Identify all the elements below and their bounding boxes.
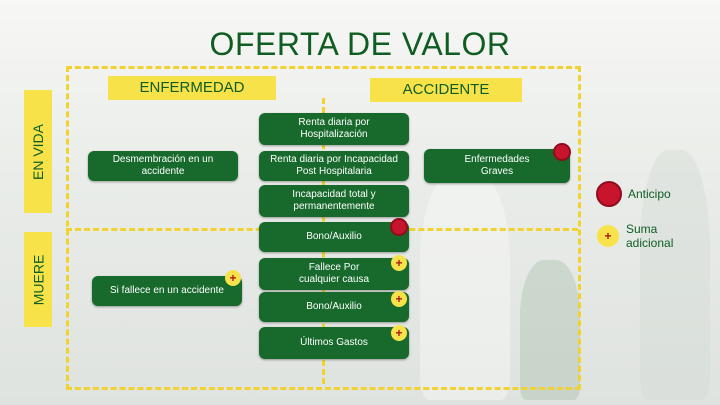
box-bono-auxilio-2: Bono/Auxilio [259, 292, 409, 322]
legend-anticipo-label: Anticipo [628, 187, 671, 201]
box-renta-hospitalizacion: Renta diaria por Hospitalización [259, 113, 409, 145]
box-fallece-cualquier: Fallece Por cualquier causa [259, 258, 409, 290]
plus-icon: + [391, 291, 407, 307]
legend-plus-icon: + [597, 225, 619, 247]
legend-anticipo-swatch [596, 181, 622, 207]
box-fallece-accidente: Si fallece en un accidente [92, 276, 242, 306]
row-label-en-vida-text: EN VIDA [30, 123, 46, 179]
plus-icon: + [391, 325, 407, 341]
row-label-muere: MUERE [24, 232, 52, 327]
row-label-en-vida: EN VIDA [24, 90, 52, 213]
legend-suma-adicional-label: Suma adicional [626, 222, 696, 250]
box-desmembracion: Desmembración en un accidente [88, 151, 238, 181]
plus-icon: + [225, 270, 241, 286]
anticipo-marker [390, 218, 408, 236]
box-bono-auxilio-1: Bono/Auxilio [259, 222, 409, 252]
row-label-muere-text: MUERE [30, 254, 46, 305]
page-title: OFERTA DE VALOR [0, 26, 720, 63]
box-incapacidad-total: Incapacidad total y permanentemente [259, 185, 409, 217]
anticipo-marker [553, 143, 571, 161]
tab-accidente: ACCIDENTE [370, 78, 522, 102]
tab-enfermedad: ENFERMEDAD [108, 76, 276, 100]
plus-icon: + [391, 255, 407, 271]
box-enfermedades-graves: Enfermedades Graves [424, 149, 570, 183]
box-ultimos-gastos: Últimos Gastos [259, 327, 409, 359]
box-renta-incapacidad: Renta diaria por Incapacidad Post Hospit… [259, 151, 409, 181]
